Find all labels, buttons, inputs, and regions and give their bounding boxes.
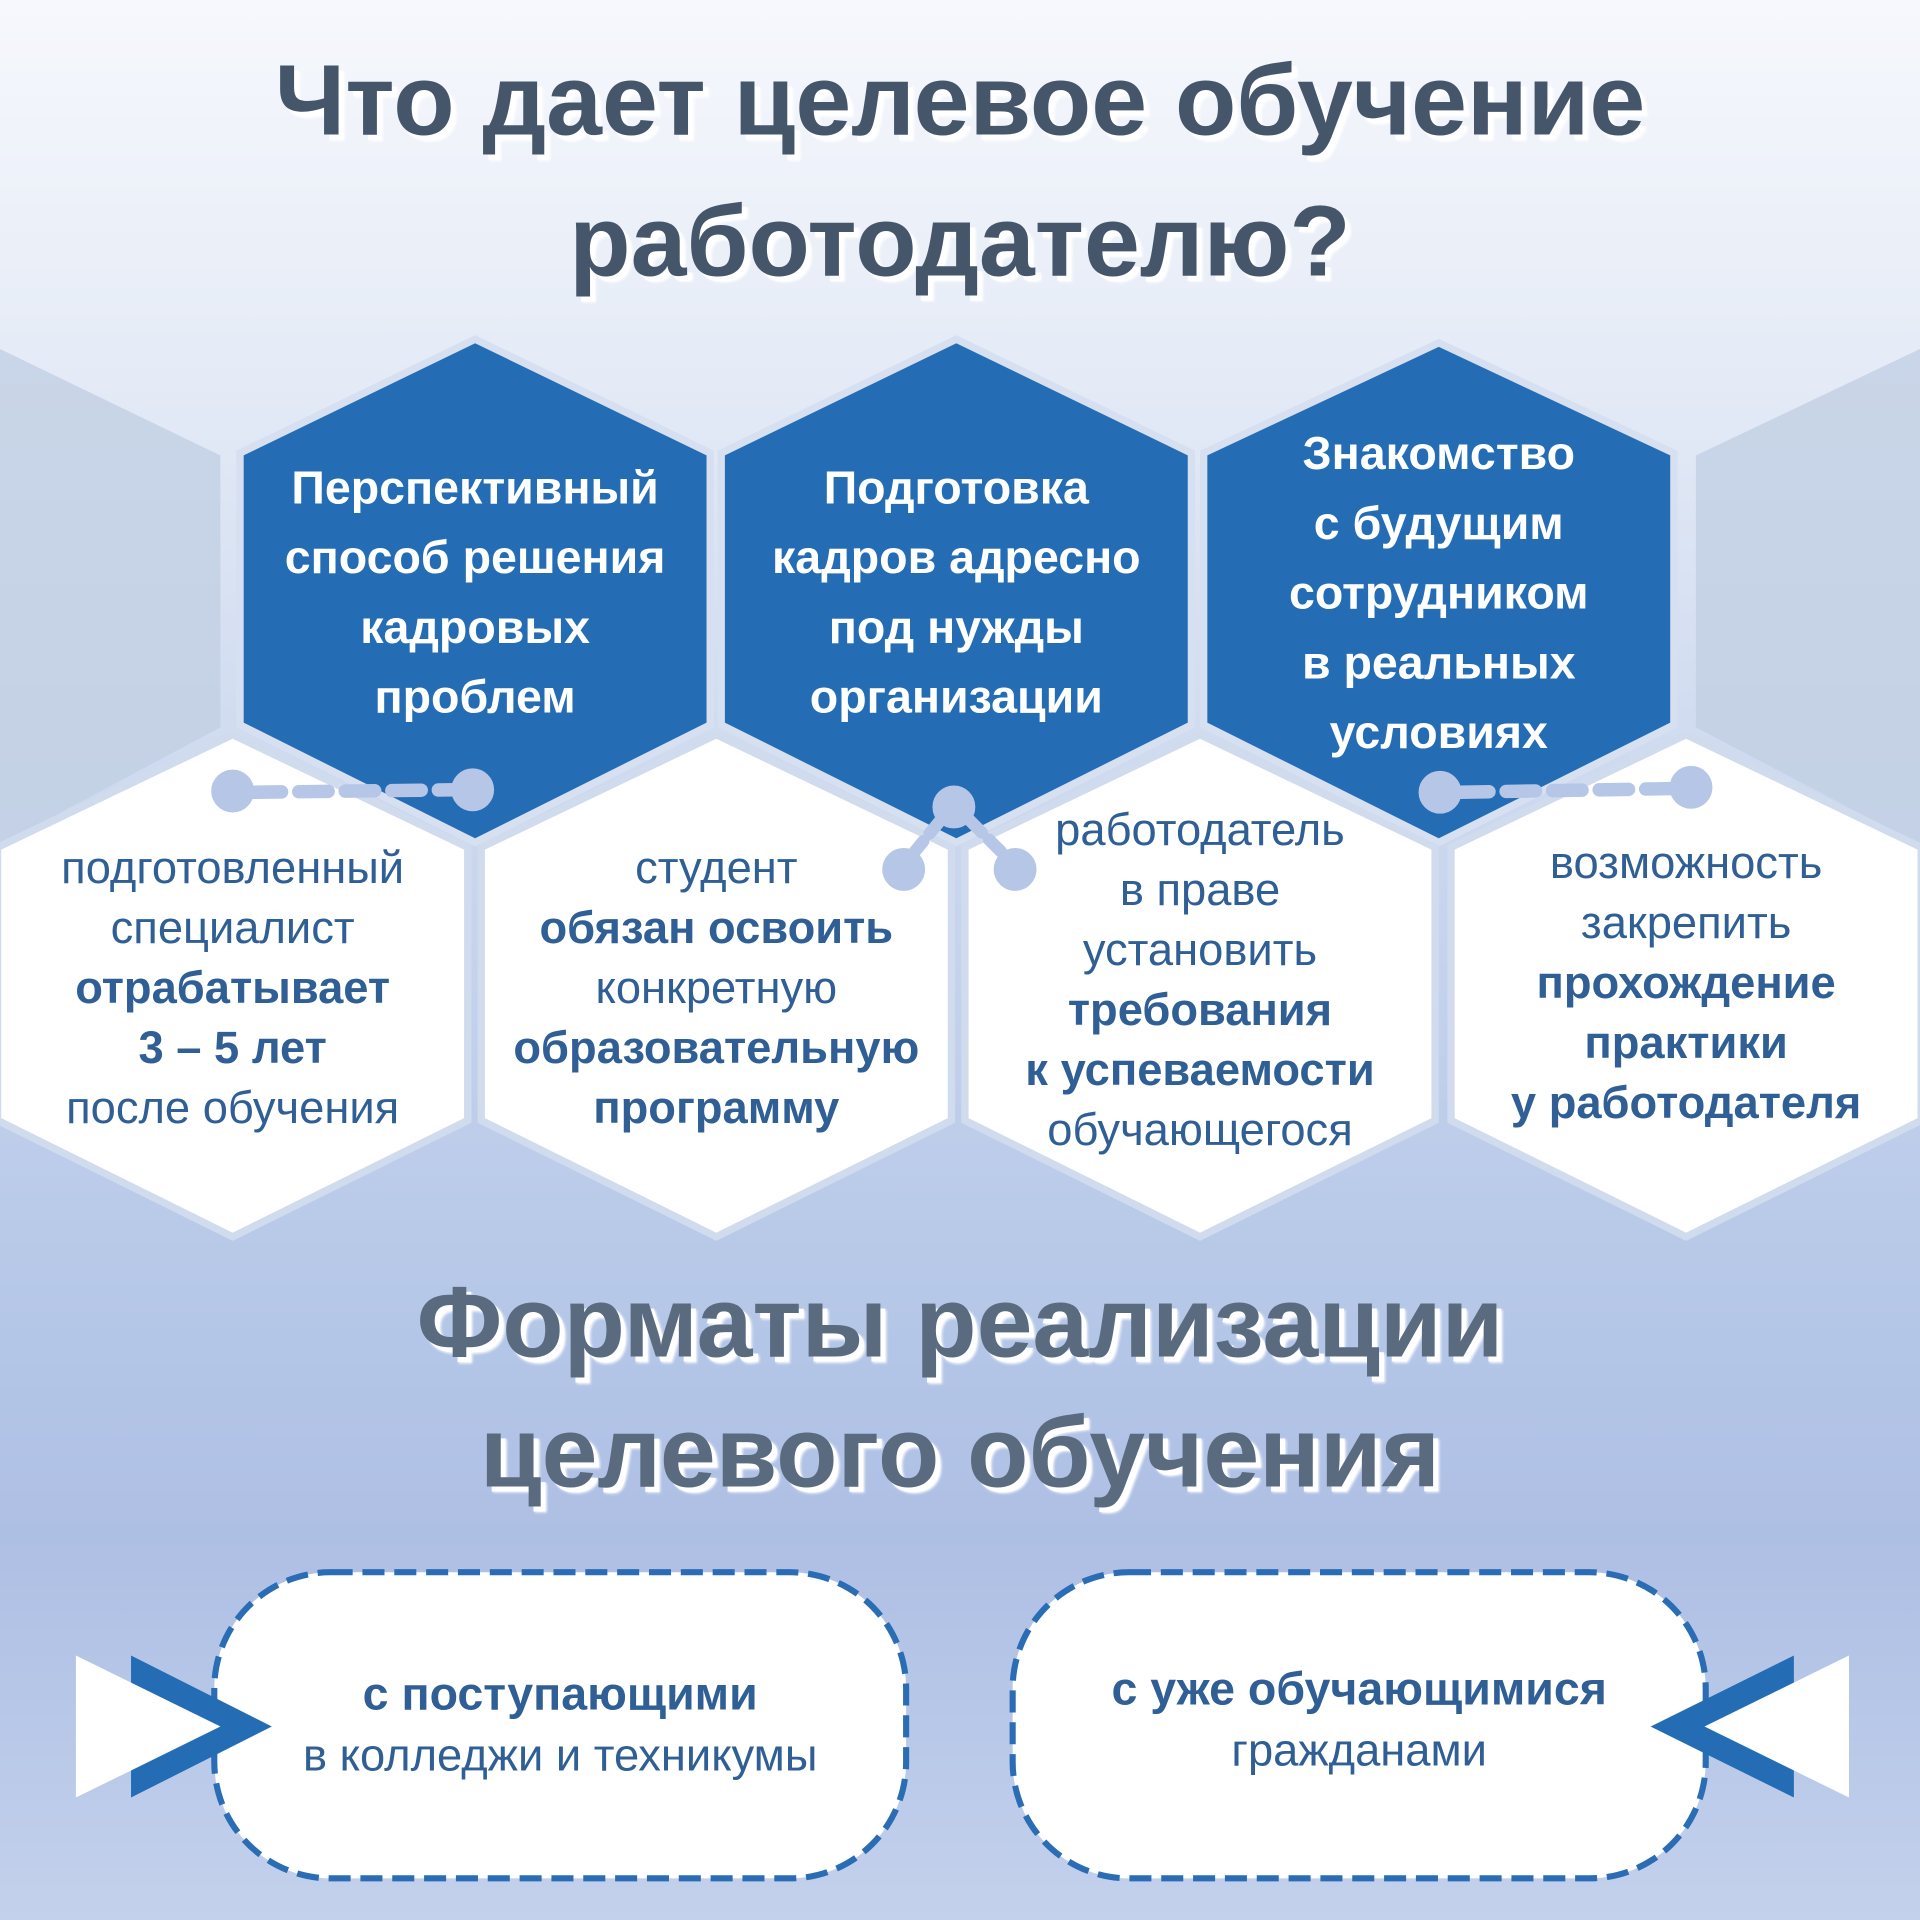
- benefit-line: с будущим: [1313, 497, 1564, 550]
- benefit-line: условиях: [1329, 707, 1548, 759]
- page-title-line-1: Что дает целевое обучение: [274, 45, 1646, 157]
- benefit-line: Знакомство: [1302, 427, 1576, 480]
- condition-line: обучающегося: [1047, 1104, 1353, 1155]
- condition-line: работодатель: [1055, 804, 1345, 855]
- benefit-line: кадров адресно: [772, 532, 1141, 585]
- white-hexagon-4: [1447, 730, 1920, 1241]
- condition-line: практики: [1584, 1016, 1788, 1068]
- benefit-3: Знакомство с будущим сотрудником в реальных…: [1204, 416, 1674, 771]
- blue-hexagon-1: [236, 335, 714, 847]
- arrow-left-white-icon: [75, 1655, 221, 1798]
- formats-title-line-2: целевого обучения: [479, 1397, 1441, 1509]
- benefit-line: проблем: [374, 672, 576, 724]
- benefit-line: способ решения: [284, 532, 666, 585]
- condition-line: требования: [1067, 984, 1333, 1035]
- format-1-text: с поступающими в колледжи и техникумы: [214, 1572, 906, 1878]
- benefit-2: Подготовка кадров адресно под нужды организ…: [721, 416, 1191, 771]
- condition-line: установить: [1082, 924, 1318, 975]
- benefit-line: кадровых: [360, 602, 590, 654]
- arrow-right-white-icon: [1704, 1655, 1849, 1798]
- side-hexagon-right: [1695, 348, 1920, 845]
- condition-line: конкретную: [595, 961, 838, 1013]
- condition-2: студент обязан освоить конкретную образоват…: [471, 838, 961, 1137]
- condition-line: в праве: [1119, 864, 1281, 915]
- side-hexagon-left: [0, 348, 221, 845]
- condition-1: подготовленный специалист отрабатывает 3 – …: [0, 838, 478, 1137]
- format-2-bold: с уже обучающимися: [1111, 1664, 1607, 1716]
- benefit-line: в реальных: [1301, 637, 1576, 689]
- condition-line: студент: [635, 841, 798, 893]
- blue-hexagon-3: [1200, 338, 1678, 847]
- benefit-1: Перспективный способ решения кадровых пробл…: [240, 416, 710, 771]
- format-1-bold: с поступающими: [362, 1668, 758, 1721]
- condition-line: закрепить: [1580, 896, 1792, 948]
- condition-4: возможность закрепить прохождение практики у…: [1441, 833, 1920, 1132]
- condition-3: работодатель в праве установить требования к…: [955, 802, 1445, 1157]
- blue-hexagon-2: [717, 335, 1196, 847]
- condition-line: специалист: [110, 901, 355, 953]
- condition-line: 3 – 5 лет: [138, 1021, 327, 1073]
- connector-dots: [211, 765, 1713, 891]
- white-hexagon-2: [477, 730, 956, 1241]
- condition-line: программу: [593, 1081, 840, 1133]
- benefit-line: сотрудником: [1288, 567, 1589, 619]
- condition-line: после обучения: [66, 1081, 400, 1133]
- condition-line: обязан освоить: [539, 901, 894, 953]
- format-boxes: [211, 1569, 1709, 1882]
- page-title-line-2: работодателю?: [569, 186, 1351, 298]
- condition-line: образовательную: [513, 1021, 920, 1073]
- formats-title-line-1: Форматы реализации: [416, 1267, 1504, 1379]
- condition-line: подготовленный: [61, 841, 405, 893]
- white-hexagon-3: [961, 730, 1439, 1241]
- white-hexagon-1: [0, 730, 472, 1241]
- condition-line: отрабатывает: [75, 961, 391, 1013]
- benefit-line: организации: [809, 672, 1103, 724]
- format-2-text: с уже обучающимися гражданами: [1013, 1567, 1706, 1873]
- condition-line: у работодателя: [1510, 1076, 1862, 1128]
- format-2-regular: гражданами: [1231, 1725, 1487, 1776]
- condition-line: прохождение: [1536, 956, 1836, 1008]
- benefit-line: Перспективный: [291, 462, 659, 515]
- benefit-line: Подготовка: [823, 462, 1089, 515]
- benefit-line: под нужды: [828, 602, 1084, 654]
- format-1-regular: в колледжи и техникумы: [302, 1730, 818, 1781]
- condition-line: к успеваемости: [1025, 1044, 1375, 1095]
- condition-line: возможность: [1549, 836, 1823, 888]
